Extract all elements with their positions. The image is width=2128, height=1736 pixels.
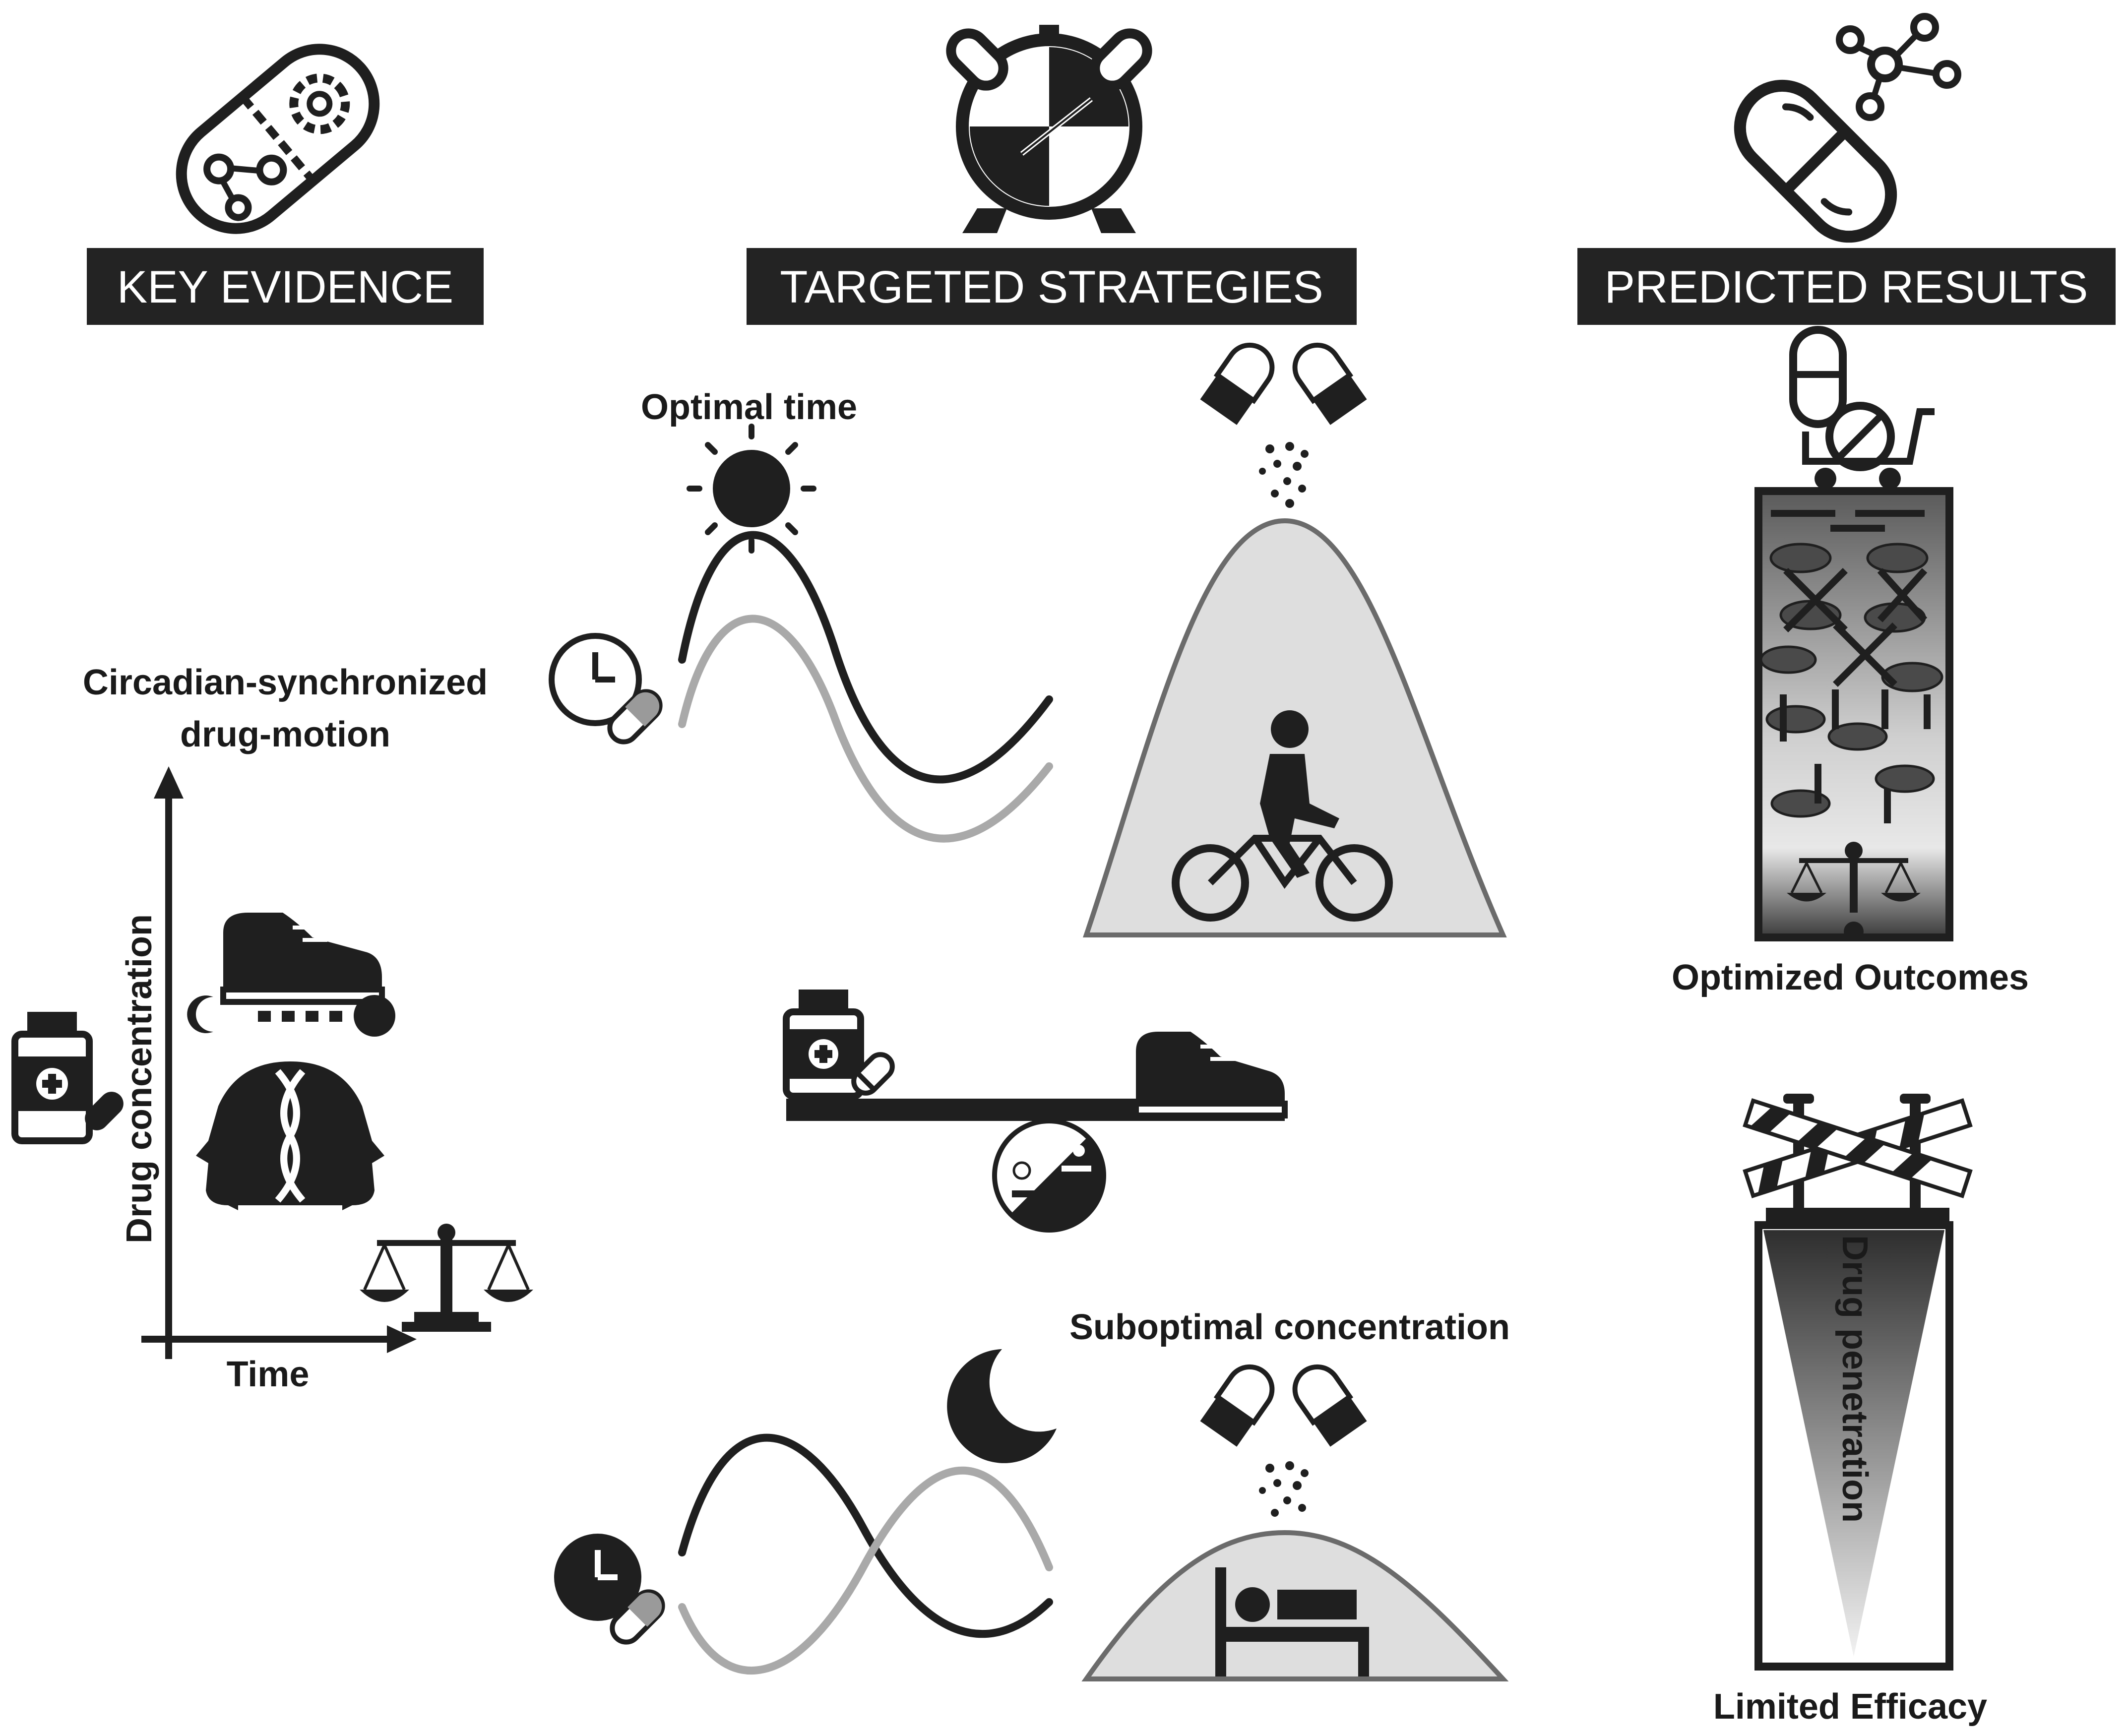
capsule-network-gear-icon bbox=[176, 44, 380, 234]
time-axis-label: Time bbox=[227, 1355, 310, 1394]
limited-efficacy-label: Limited Efficacy bbox=[1713, 1687, 1987, 1727]
heads-dna-icon bbox=[196, 1061, 384, 1210]
clock-pill-icon bbox=[554, 1534, 665, 1645]
balance-scale-icon bbox=[360, 1224, 533, 1332]
moon-icon bbox=[947, 1349, 1057, 1463]
header-key-evidence: KEY EVIDENCE bbox=[87, 248, 484, 325]
medicine-bottle-icon bbox=[783, 990, 895, 1100]
circadian-synchronized-curves bbox=[678, 531, 1053, 843]
drug-penetration-label: Drug penetration bbox=[1835, 1235, 1875, 1523]
optimized-outcomes-label: Optimized Outcomes bbox=[1672, 958, 2029, 997]
barrier-icon bbox=[1743, 1094, 1973, 1222]
medicine-bottle-icon bbox=[11, 1012, 124, 1144]
sun-icon bbox=[687, 424, 816, 554]
pill-molecule-icon bbox=[1734, 13, 1961, 243]
cyclist-icon bbox=[1172, 710, 1393, 922]
header-targeted-strategies-text: TARGETED STRATEGIES bbox=[780, 262, 1323, 312]
suboptimal-concentration-label: Suboptimal concentration bbox=[1069, 1307, 1510, 1347]
clock-pill-icon bbox=[549, 633, 663, 744]
misaligned-curves bbox=[678, 1433, 1053, 1674]
drug-concentration-axis-label: Drug concentration bbox=[120, 914, 159, 1243]
bed-icon bbox=[1215, 1567, 1369, 1676]
header-predicted-results-text: PREDICTED RESULTS bbox=[1605, 262, 2088, 312]
concentration-time-axes bbox=[141, 766, 417, 1359]
penetration-block bbox=[1754, 1221, 1953, 1671]
capsule-pair-icon bbox=[1200, 1364, 1367, 1517]
tissue-block-icon bbox=[1754, 487, 1953, 941]
circadian-label-line1: Circadian-synchronized bbox=[83, 663, 488, 702]
optimal-time-label: Optimal time bbox=[641, 387, 857, 427]
header-predicted-results: PREDICTED RESULTS bbox=[1577, 248, 2116, 325]
sneaker-icon bbox=[1133, 1032, 1288, 1118]
sneaker-icon bbox=[220, 913, 385, 1005]
alarm-clock-puzzle-icon bbox=[946, 25, 1152, 233]
day-night-dots bbox=[187, 995, 395, 1037]
balance-scale-icon bbox=[1787, 842, 1921, 941]
header-targeted-strategies: TARGETED STRATEGIES bbox=[747, 248, 1357, 325]
capsule-pair-icon bbox=[1200, 342, 1367, 508]
header-key-evidence-text: KEY EVIDENCE bbox=[117, 262, 453, 312]
circadian-label-line2: drug-motion bbox=[180, 715, 390, 754]
pill-cart-icon bbox=[1789, 326, 1935, 490]
